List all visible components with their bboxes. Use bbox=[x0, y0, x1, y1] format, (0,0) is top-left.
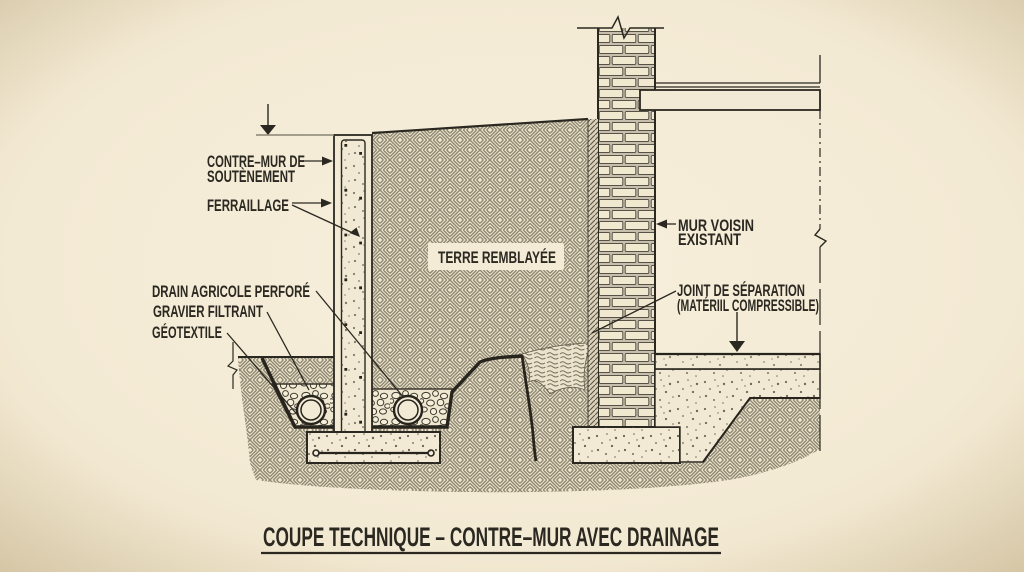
title-block: COUPE TECHNIQUE – CONTRE–MUR AVEC DRAINA… bbox=[261, 522, 721, 555]
wall-footing bbox=[306, 431, 441, 464]
label-mur-voisin-line2: EXISTANT bbox=[678, 231, 741, 249]
drawing-title: COUPE TECHNIQUE – CONTRE–MUR AVEC DRAINA… bbox=[263, 522, 719, 552]
label-terre-remblayee: TERRE REMBLAYÉE bbox=[438, 248, 556, 267]
label-geotextile: GÉOTEXTILE bbox=[152, 323, 222, 342]
brick-wall-footing bbox=[572, 426, 681, 464]
perforated-drain-pipe-left bbox=[295, 394, 327, 426]
label-drain: DRAIN AGRICOLE PERFORÉ bbox=[152, 282, 310, 301]
retaining-wall bbox=[333, 134, 373, 453]
separation-joint bbox=[587, 119, 598, 427]
label-joint-line2: (MATÉRIIL COMPRESSIBLE) bbox=[677, 296, 819, 315]
perforated-drain-pipe-right bbox=[392, 394, 424, 426]
label-contre-mur-line2: SOUTÈNEMENT bbox=[207, 167, 295, 186]
upper-floor-slab bbox=[639, 82, 821, 111]
label-ferraillage: FERRAILLAGE bbox=[207, 197, 289, 215]
label-gravier: GRAVIER FILTRANT bbox=[153, 303, 263, 321]
